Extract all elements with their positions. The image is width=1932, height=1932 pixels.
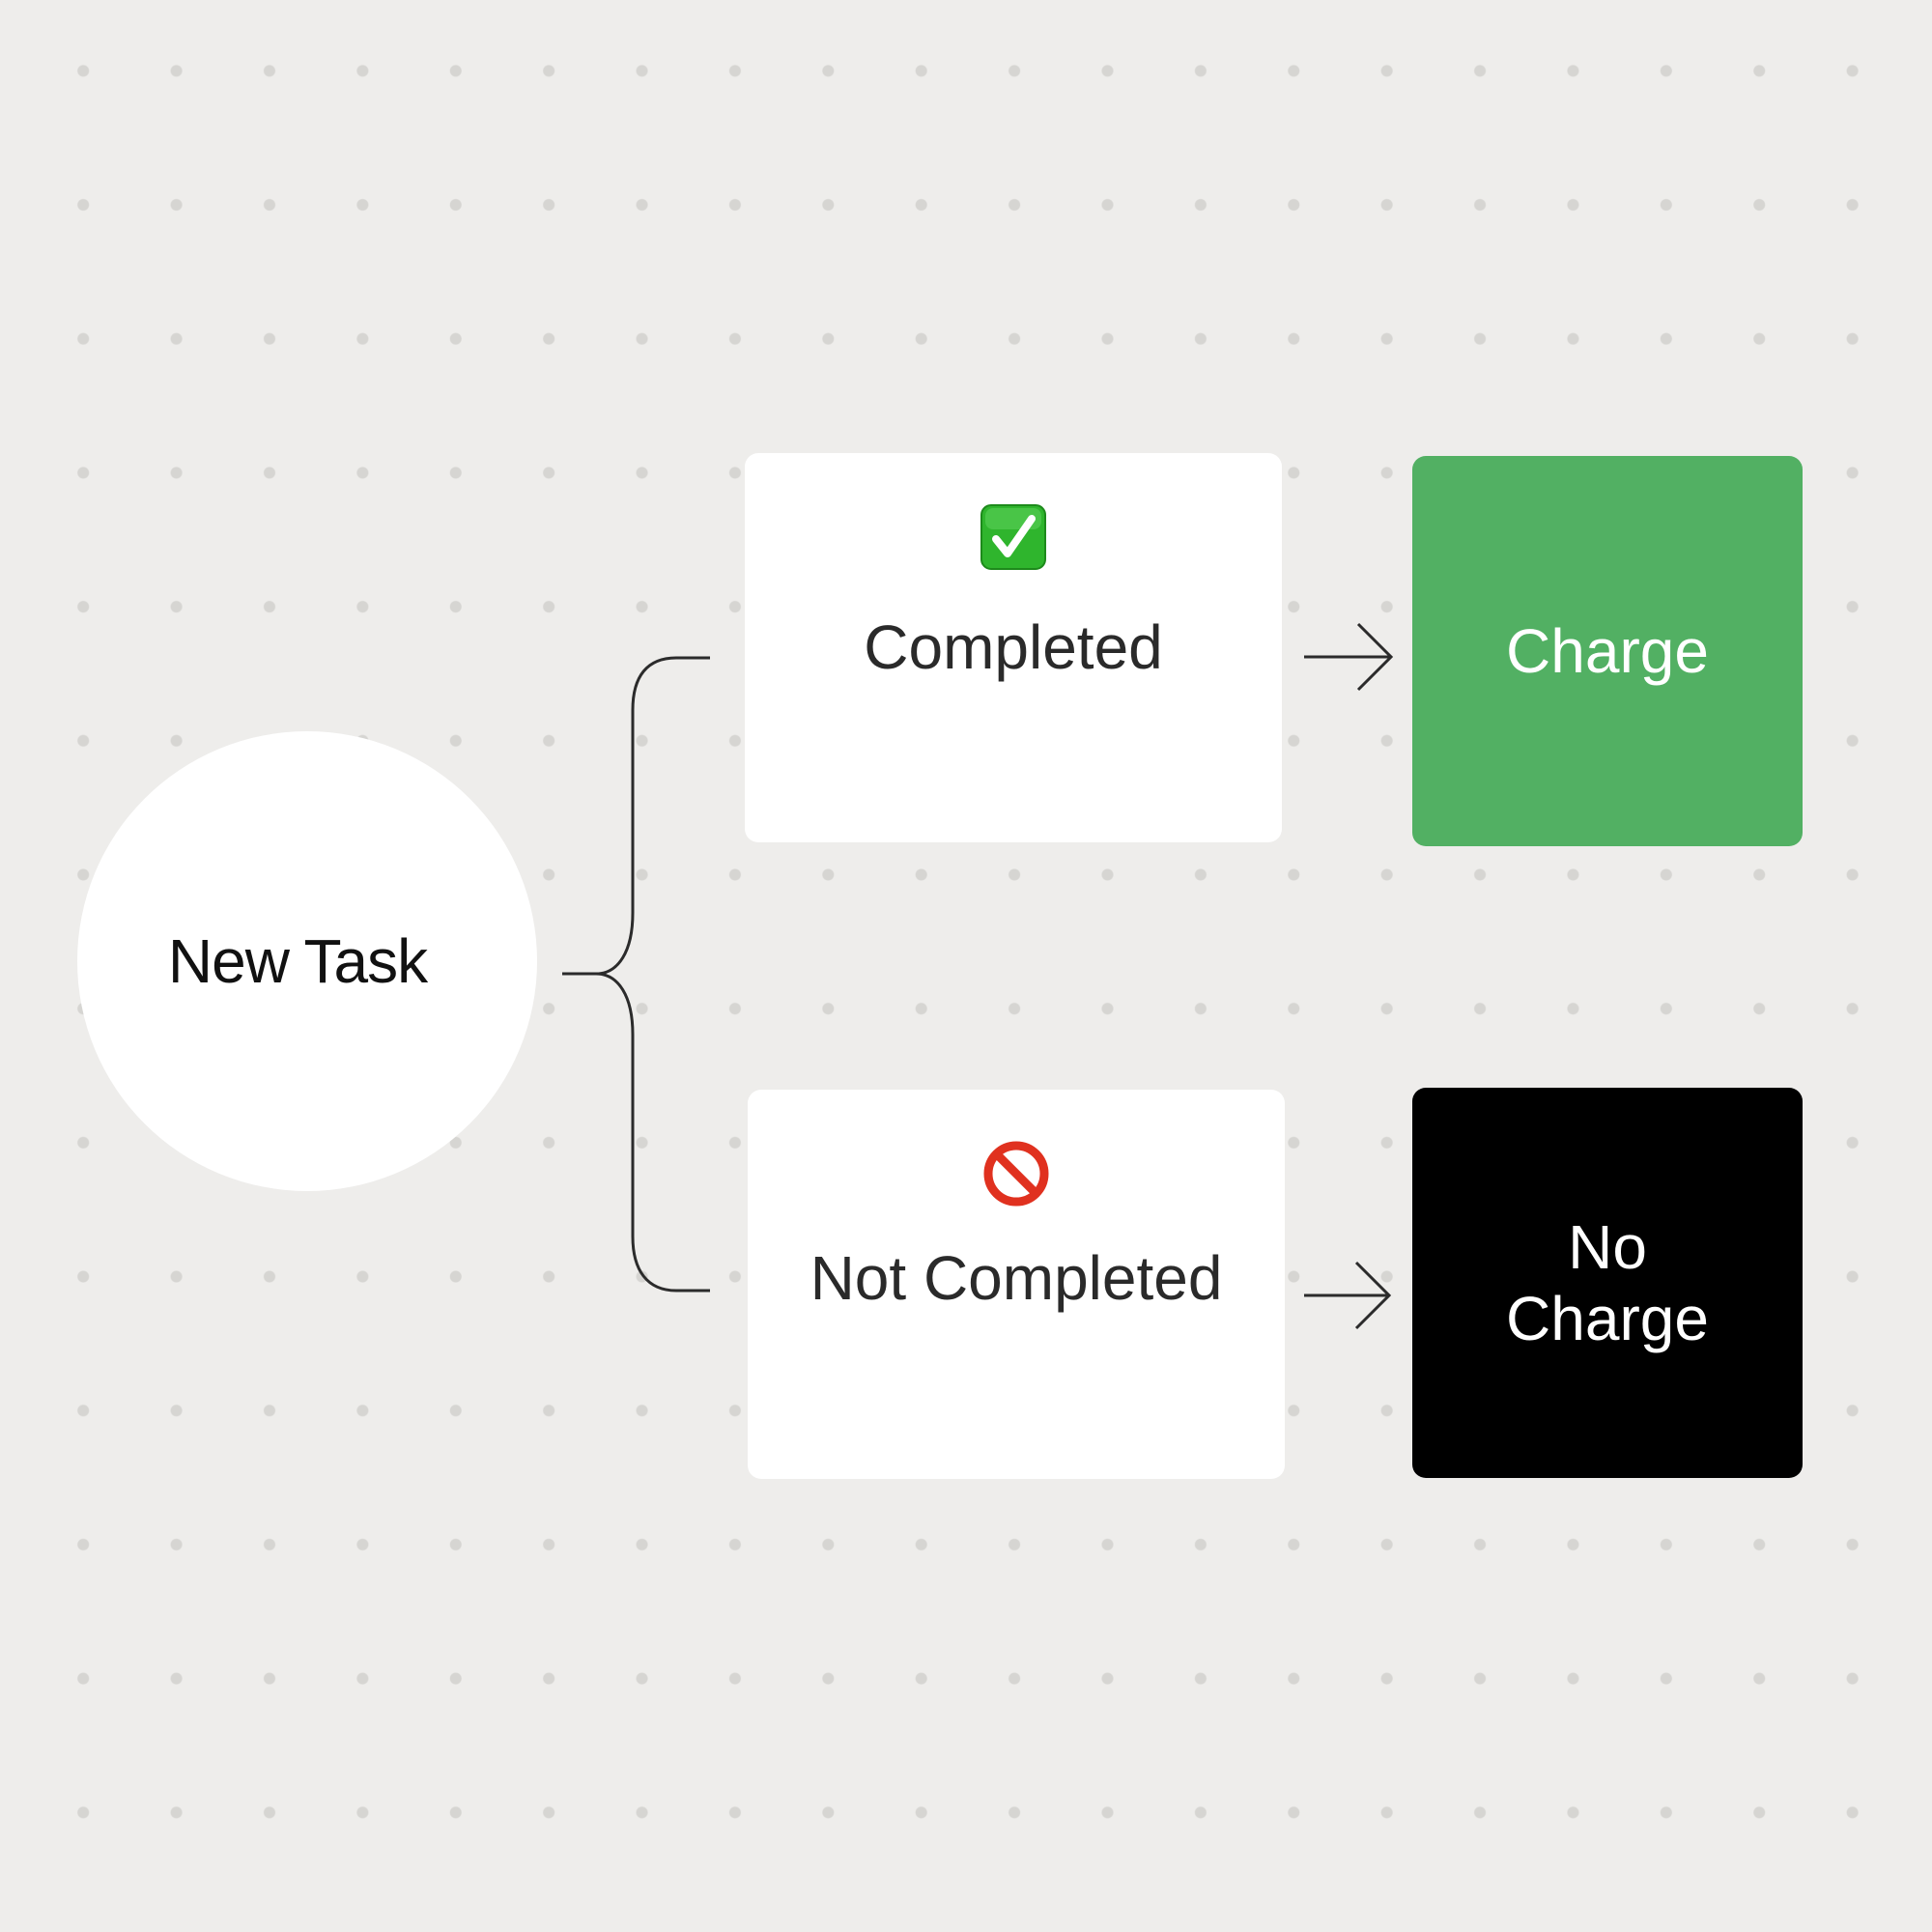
outcome-label-no-charge-line-2: Charge <box>1506 1284 1709 1353</box>
arrow-to-charge <box>1304 622 1394 692</box>
state-card-not-completed: Not Completed <box>748 1090 1285 1479</box>
start-node-new-task: New Task <box>77 731 537 1191</box>
branch-brace <box>562 656 710 1293</box>
state-label-completed: Completed <box>864 612 1163 682</box>
outcome-no-charge: No Charge <box>1412 1088 1803 1478</box>
check-mark-button-icon <box>980 503 1047 571</box>
prohibited-icon <box>982 1140 1050 1208</box>
outcome-label-no-charge: No Charge <box>1506 1211 1709 1354</box>
outcome-label-no-charge-line-1: No <box>1568 1212 1647 1282</box>
state-card-completed: Completed <box>745 453 1282 842</box>
start-node-label: New Task <box>167 926 428 996</box>
arrow-to-no-charge <box>1304 1261 1392 1330</box>
outcome-label-charge: Charge <box>1506 616 1709 686</box>
state-label-not-completed: Not Completed <box>810 1243 1223 1313</box>
outcome-charge: Charge <box>1412 456 1803 846</box>
